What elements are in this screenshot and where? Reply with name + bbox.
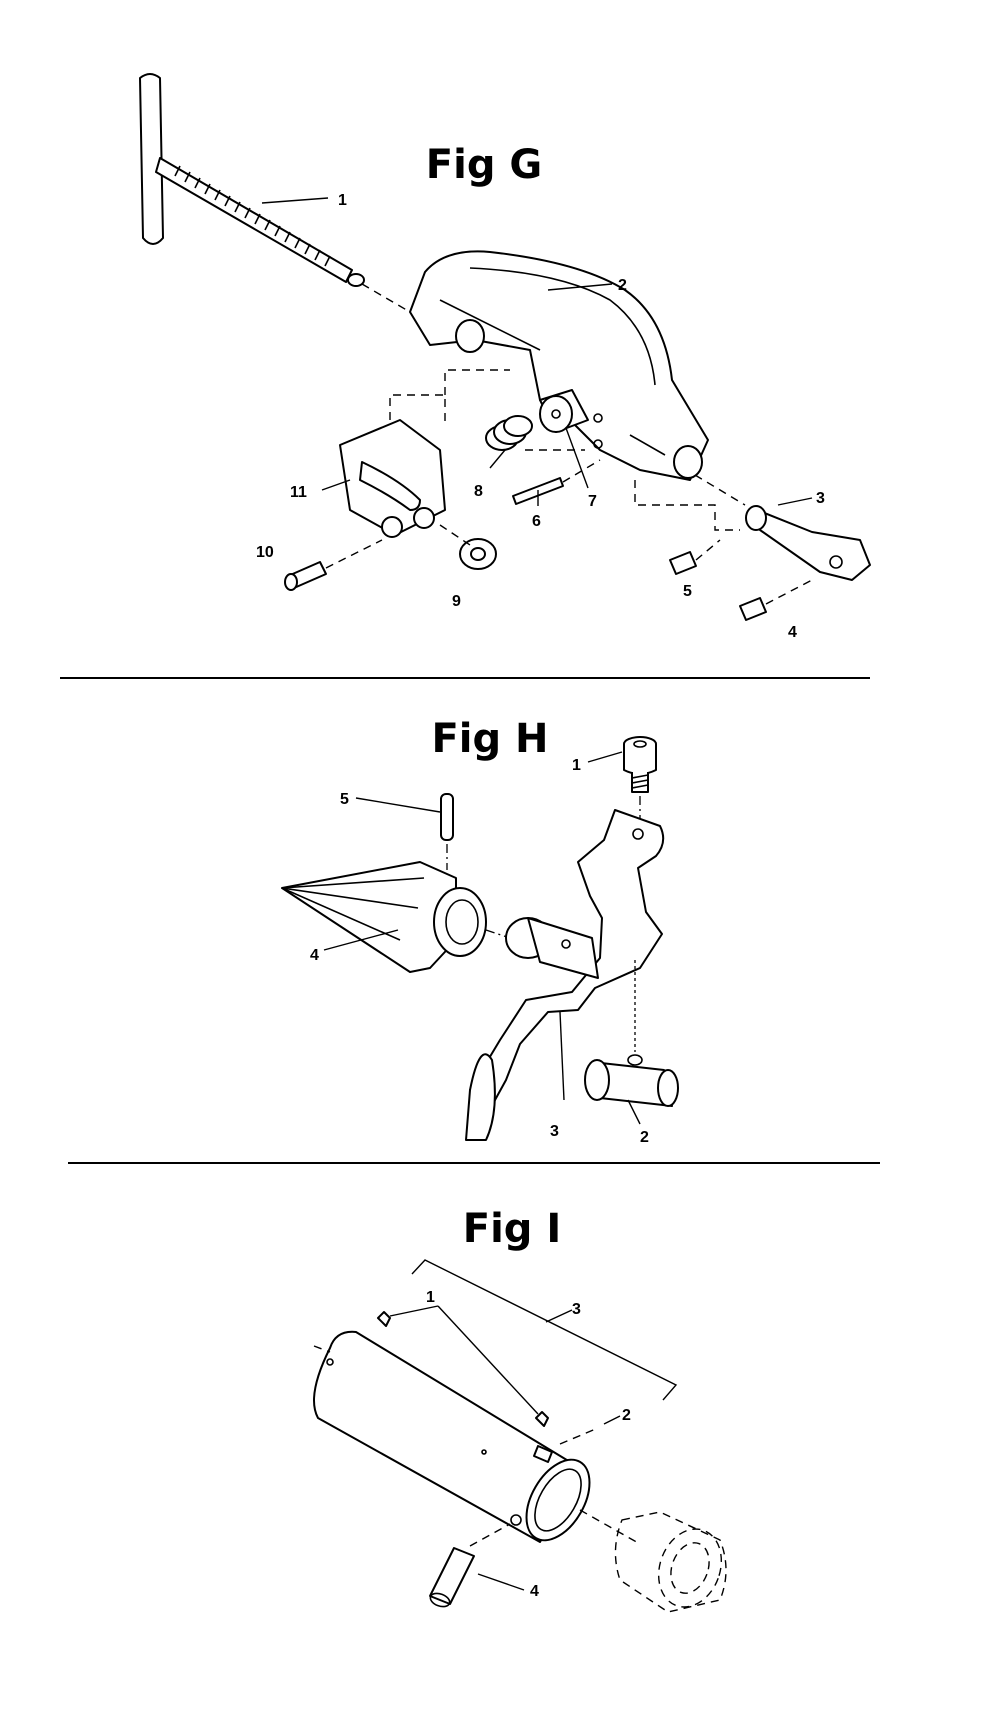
fig-h-part-5-roll-pin xyxy=(440,793,454,870)
fig-h-part-3-arm xyxy=(465,809,665,1141)
fig-g-callout-2: 2 xyxy=(618,277,627,294)
fig-g-callout-1: 1 xyxy=(338,192,347,209)
fig-g-callout-5: 5 xyxy=(683,583,692,600)
fig-i-callout-4: 4 xyxy=(530,1583,539,1600)
fig-h-callout-3: 3 xyxy=(550,1123,559,1140)
fig-g-part-9-cutter-wheel xyxy=(439,524,497,570)
fig-i-part-3-assembly-bracket xyxy=(411,1259,678,1401)
fig-g-part-7-bushing xyxy=(525,389,589,451)
fig-g: Fig G xyxy=(139,73,871,641)
fig-h-title: Fig H xyxy=(431,716,548,762)
fig-h-part-1-shoulder-screw xyxy=(623,736,657,822)
fig-g-callout-8: 8 xyxy=(474,483,483,500)
fig-h-part-2-bushing xyxy=(584,1054,679,1107)
fig-i-part-4-pin xyxy=(429,1523,525,1608)
fig-g-callout-3: 3 xyxy=(816,490,825,507)
fig-i-callout-2: 2 xyxy=(622,1407,631,1424)
fig-g-title: Fig G xyxy=(426,142,542,188)
fig-h-callout-1: 1 xyxy=(572,757,581,774)
fig-i: Fig I xyxy=(313,1206,727,1613)
fig-i-phantom-knob xyxy=(579,1509,727,1613)
fig-i-title: Fig I xyxy=(463,1206,561,1252)
fig-g-callout-9: 9 xyxy=(452,593,461,610)
fig-h: Fig H xyxy=(281,716,679,1146)
fig-i-part-2-set-screw xyxy=(533,1415,621,1463)
fig-i-tube xyxy=(313,1330,591,1543)
fig-h-callout-5: 5 xyxy=(340,791,349,808)
fig-g-callout-7: 7 xyxy=(588,493,597,510)
fig-h-callout-2: 2 xyxy=(640,1129,649,1146)
fig-g-part-11-carriage xyxy=(339,369,510,538)
fig-h-callout-4: 4 xyxy=(310,947,319,964)
fig-g-part-3-roller-yoke xyxy=(634,474,871,581)
fig-g-callout-6: 6 xyxy=(532,513,541,530)
fig-g-callout-10: 10 xyxy=(256,544,274,561)
fig-i-part-1-screws xyxy=(377,1305,549,1427)
fig-g-part-4-screw xyxy=(739,579,813,621)
fig-g-part-6-pin xyxy=(512,459,601,505)
fig-i-callout-3: 3 xyxy=(572,1301,581,1318)
fig-g-part-1-feed-screw xyxy=(139,73,411,313)
fig-g-callout-11: 11 xyxy=(290,484,307,501)
fig-h-part-4-reamer-cone xyxy=(281,861,517,973)
fig-g-part-10-axle-pin xyxy=(284,539,383,591)
fig-g-part-2-frame xyxy=(409,250,709,481)
fig-i-callout-1: 1 xyxy=(426,1289,435,1306)
fig-g-part-5-screw xyxy=(669,539,721,575)
fig-g-part-8-spring xyxy=(485,415,533,451)
fig-g-callout-4: 4 xyxy=(788,624,797,641)
